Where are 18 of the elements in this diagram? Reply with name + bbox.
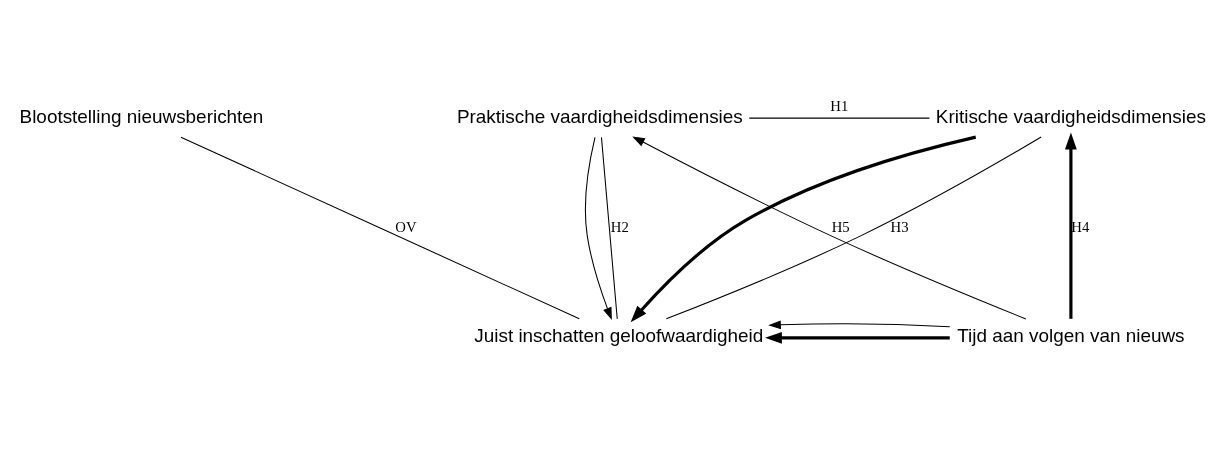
connector (748, 117, 930, 119)
edge-label: H1 (830, 97, 849, 114)
node-text: Kritische vaardigheidsdimensies (935, 105, 1206, 127)
node-text: Tijd aan volgen van nieuws (957, 325, 1185, 346)
edge-label: OV (395, 218, 417, 235)
edge-label: H4 (1071, 218, 1090, 235)
connector (180, 136, 580, 319)
edge-label: H5 (831, 218, 850, 235)
arrow (584, 136, 612, 320)
edge-label: H2 (610, 218, 629, 235)
arrow (768, 319, 951, 329)
node-text: Juist inschatten geloofwaardigheid (474, 325, 764, 346)
connector (600, 136, 618, 319)
edge-label: H3 (890, 218, 909, 235)
node-text: Blootstelling nieuwsberichten (19, 105, 264, 127)
node-text: Praktische vaardigheidsdimensies (456, 105, 743, 127)
arrow (765, 331, 950, 344)
arrow (1065, 132, 1077, 319)
